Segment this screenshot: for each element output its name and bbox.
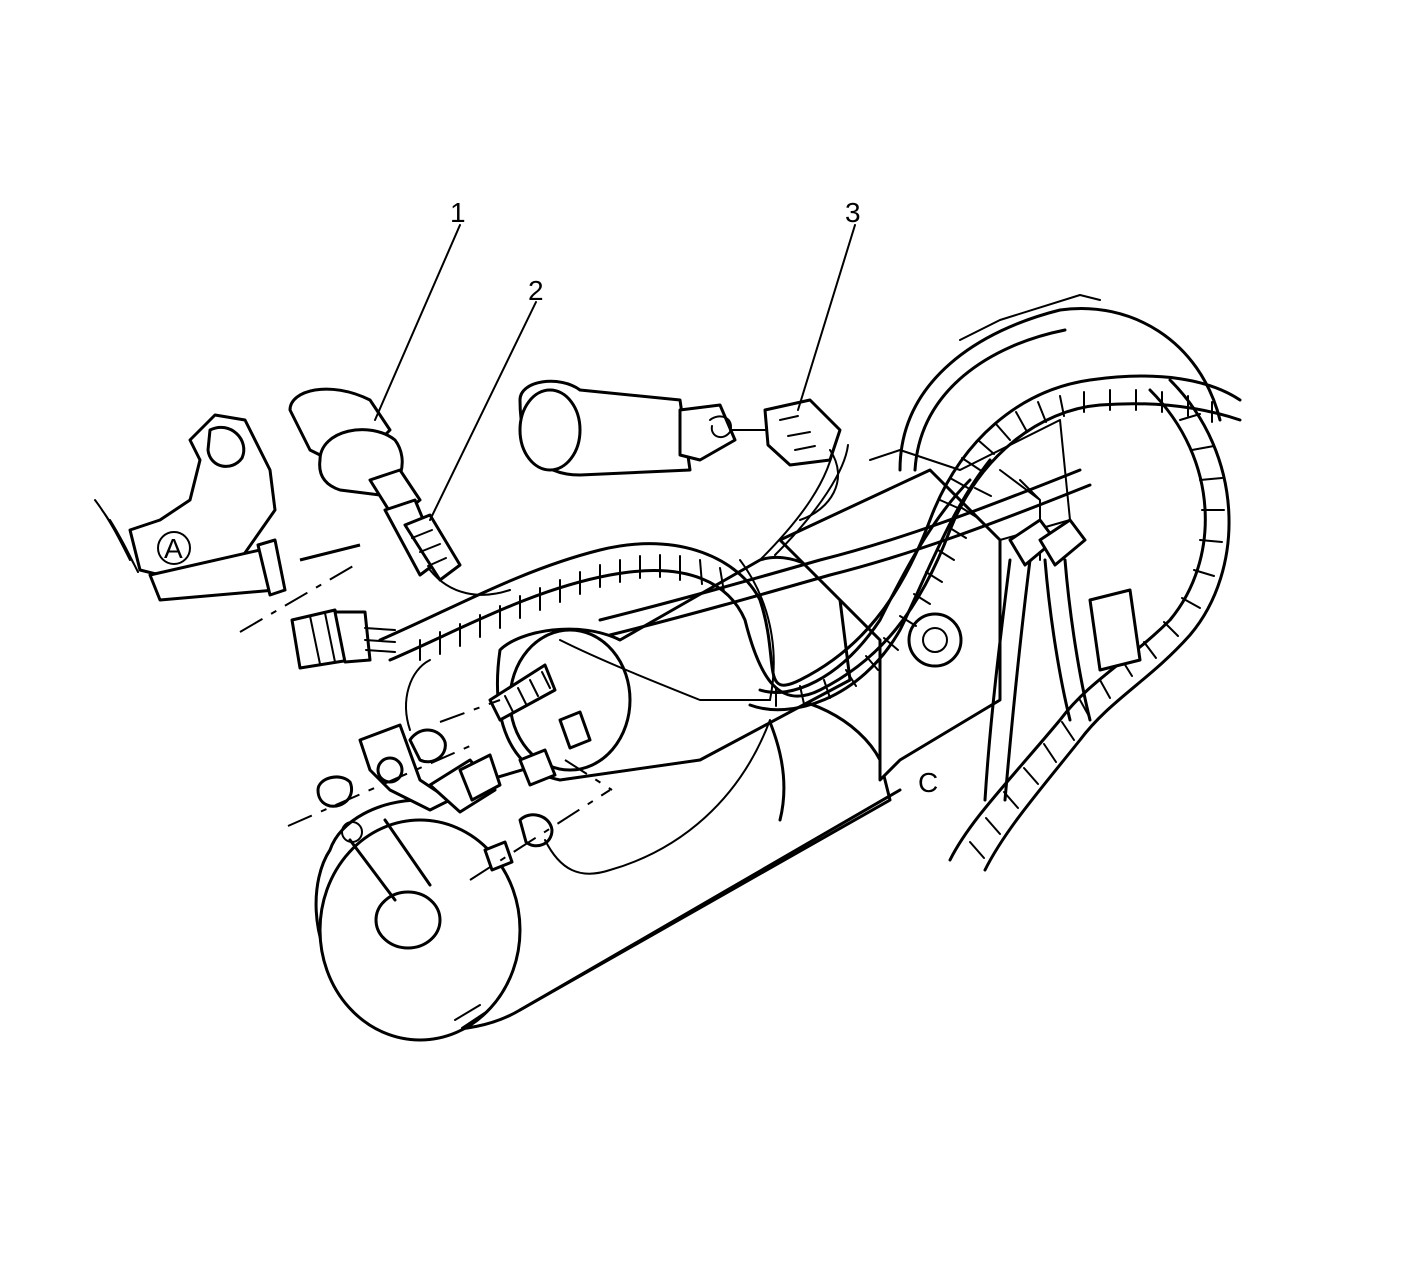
mounting-bracket: C	[778, 419, 1071, 798]
component-cylinder	[518, 379, 771, 477]
solenoid-terminals	[299, 543, 771, 875]
fuel-lines	[983, 518, 1142, 802]
callout-number-1: 1	[450, 197, 466, 228]
sensor-bracket: A	[94, 413, 287, 602]
callout-1: 1	[374, 197, 466, 421]
callout-2: 2	[429, 275, 544, 521]
wiring-harness-conduit	[378, 374, 1242, 872]
explode-lines	[239, 561, 613, 881]
callout-3: 3	[797, 197, 861, 411]
crankshaft-position-sensor	[288, 387, 511, 596]
harness-connector	[290, 608, 396, 670]
sensor-connector	[403, 513, 462, 582]
callout-number-2: 2	[528, 275, 544, 306]
flywheel-housing	[898, 294, 1222, 472]
callout-number-3: 3	[845, 197, 861, 228]
mount-letter-marking: C	[918, 767, 938, 798]
sensor-letter-marking: A	[164, 533, 183, 564]
pump-connector	[763, 398, 842, 521]
